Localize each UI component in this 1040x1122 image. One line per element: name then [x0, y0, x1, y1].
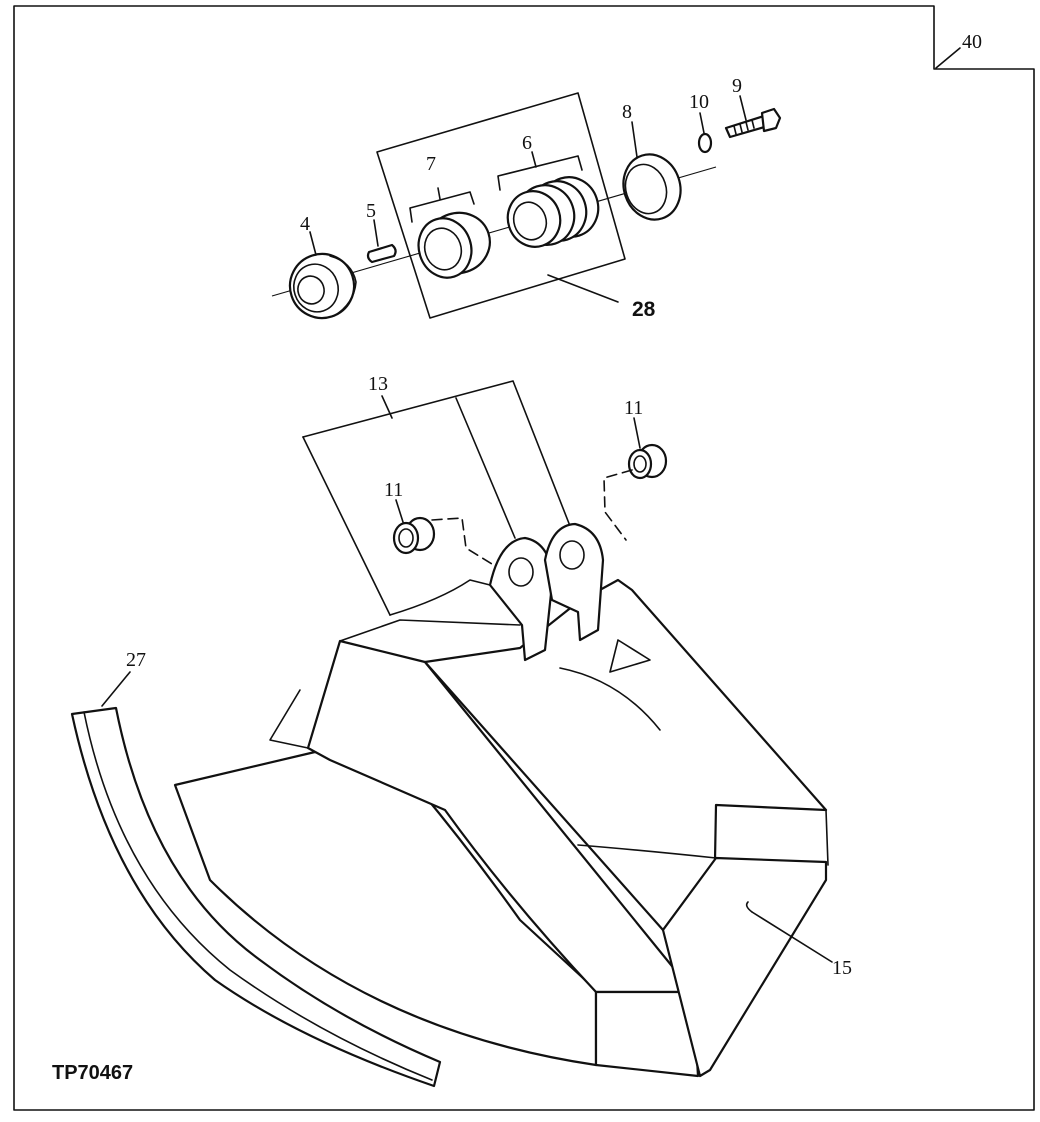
callout-5: 5 [366, 200, 376, 222]
kit-28-frame [376, 92, 626, 319]
mount-13-lines [302, 380, 571, 616]
pin-part-5 [366, 243, 397, 264]
leader-27 [101, 671, 131, 707]
leader-40 [935, 47, 961, 69]
callout-27: 27 [126, 649, 146, 671]
callout-10: 10 [689, 91, 709, 113]
leader-5 [373, 219, 379, 247]
leader-13 [381, 395, 393, 419]
leader-11-left [395, 499, 404, 523]
callout-11-left: 11 [384, 479, 403, 501]
callout-28: 28 [632, 298, 656, 321]
page-frame [13, 5, 1035, 1111]
leader-8 [631, 121, 638, 158]
callout-8: 8 [622, 101, 632, 123]
bushing-part-11-left [392, 516, 436, 555]
callout-11-right: 11 [624, 397, 643, 419]
leader-15 [751, 911, 833, 963]
lockwasher-part-10 [697, 132, 713, 154]
leader-4 [309, 231, 317, 256]
bushing-part-7 [417, 211, 491, 279]
hidden-line-left [431, 517, 506, 573]
leader-28 [547, 274, 619, 303]
bracket-7 [409, 191, 475, 223]
edge-part-27 [70, 706, 442, 1088]
hidden-line-right [603, 469, 633, 541]
bracket-6 [497, 155, 583, 191]
callout-9: 9 [732, 75, 742, 97]
bucket-part-15 [173, 522, 829, 1078]
callout-15: 15 [832, 957, 852, 979]
spacer-part-6 [506, 176, 600, 248]
callout-7: 7 [426, 153, 436, 175]
leader-7 [437, 187, 441, 200]
bolt-part-9 [724, 107, 782, 139]
callout-6: 6 [522, 132, 532, 154]
washer-part-8 [622, 153, 682, 221]
callout-4: 4 [300, 213, 310, 235]
leader-6 [531, 151, 537, 168]
seal-part-4 [288, 252, 357, 320]
figure-id: TP70467 [52, 1062, 133, 1084]
callout-13: 13 [368, 373, 388, 395]
bushing-part-11-right [627, 443, 668, 480]
leader-15-hook [745, 901, 753, 913]
leader-10 [699, 112, 705, 134]
leader-9 [739, 95, 747, 121]
leader-11-right [633, 417, 641, 449]
callout-40: 40 [962, 31, 982, 53]
